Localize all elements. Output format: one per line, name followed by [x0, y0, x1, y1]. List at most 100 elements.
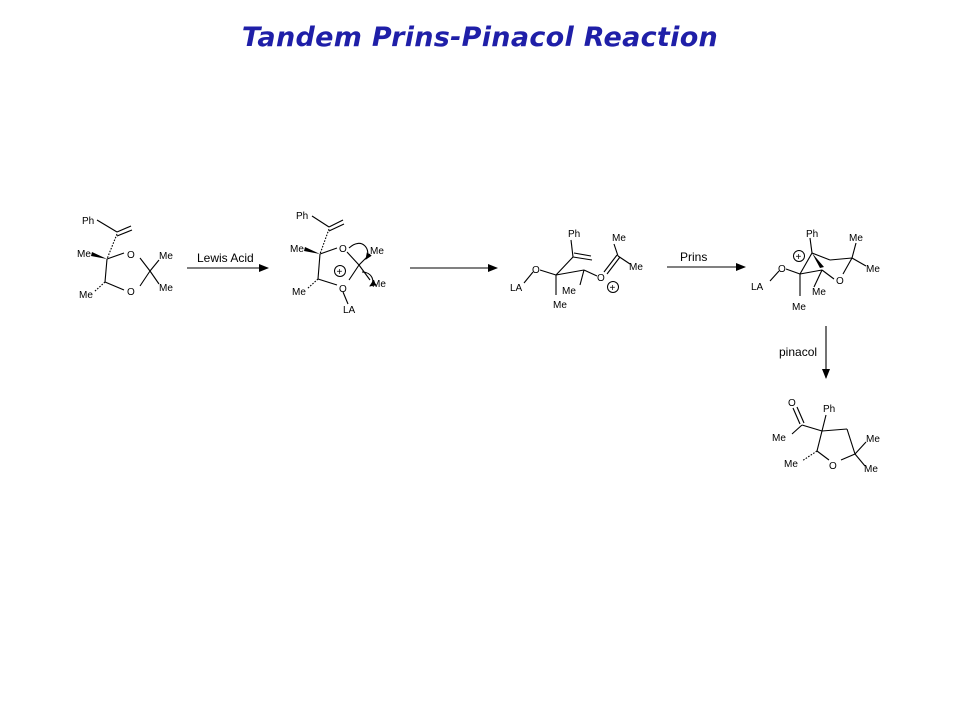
bond	[840, 453, 856, 461]
bond	[613, 243, 619, 257]
atom-label-me: Me	[784, 459, 798, 470]
bond	[606, 256, 621, 275]
bond	[603, 254, 618, 273]
bond	[555, 256, 574, 276]
bond	[842, 257, 853, 275]
bond	[328, 223, 345, 232]
bond	[104, 281, 125, 291]
atom-label-me: Me	[77, 249, 91, 260]
bond	[851, 242, 857, 259]
atom-label-me: Me	[370, 246, 384, 257]
charge-label: +	[796, 252, 802, 263]
electron-push-arrow	[361, 271, 377, 287]
bond	[801, 424, 823, 432]
bond	[346, 251, 360, 266]
bond	[149, 270, 160, 285]
bond	[570, 239, 574, 258]
atom-label-me: Me	[372, 279, 386, 290]
atom-label-me: Me	[866, 434, 880, 445]
bond	[821, 414, 827, 432]
bond-hashed	[93, 281, 106, 293]
arrow-lewis-acid: Lewis Acid	[187, 251, 269, 272]
atom-label-ph: Ph	[806, 229, 818, 240]
bond	[116, 229, 133, 237]
atom-label-me: Me	[792, 302, 806, 313]
atom-label-me: Me	[562, 286, 576, 297]
bond	[816, 430, 823, 452]
atom-label-me: Me	[612, 233, 626, 244]
atom-label-la: LA	[343, 305, 356, 316]
bond	[573, 252, 592, 257]
atom-label-me: Me	[553, 300, 567, 311]
atom-label-o: O	[836, 276, 844, 287]
atom-label-me: Me	[629, 262, 643, 273]
atom-label-o: O	[339, 244, 347, 255]
atom-label-la: LA	[751, 282, 764, 293]
bond	[821, 269, 835, 280]
bond	[317, 253, 321, 280]
bond	[816, 450, 830, 461]
atom-label-me: Me	[290, 244, 304, 255]
charge-label: +	[337, 267, 343, 278]
bond-wedge	[91, 252, 107, 259]
bond	[811, 252, 831, 261]
positive-charge-icon	[607, 281, 619, 293]
bond	[539, 269, 557, 276]
atom-label-me: Me	[159, 283, 173, 294]
arrow-label-pinacol: pinacol	[779, 345, 817, 359]
positive-charge-icon	[793, 250, 805, 262]
bond	[769, 270, 780, 282]
atom-label-me: Me	[849, 233, 863, 244]
bond	[311, 215, 330, 228]
atom-label-o: O	[339, 284, 347, 295]
bond	[799, 269, 823, 275]
bond	[348, 264, 360, 281]
bond	[317, 278, 338, 286]
atom-label-o: O	[829, 461, 837, 472]
molecule-starting-material: Ph O O Me Me Me Me	[77, 216, 173, 301]
bond	[785, 268, 801, 275]
bond	[821, 428, 848, 432]
atom-label-o: O	[127, 287, 135, 298]
bond	[342, 291, 349, 305]
atom-label-me: Me	[772, 433, 786, 444]
bond	[617, 255, 631, 265]
bond	[583, 269, 598, 277]
atom-label-o: O	[778, 264, 786, 275]
page-title: Tandem Prins-Pinacol Reaction	[241, 22, 719, 53]
atom-label-me: Me	[866, 264, 880, 275]
bond	[572, 256, 593, 261]
bond	[139, 257, 151, 272]
bond	[829, 257, 853, 261]
atom-label-la: LA	[510, 283, 523, 294]
atom-label-o: O	[532, 265, 540, 276]
bond	[799, 252, 813, 275]
bond-hashed	[306, 278, 319, 290]
arrow-prins: Prins	[667, 250, 746, 271]
molecule-product-tetrahydrofuran: O Ph Me Me O Me Me	[772, 398, 880, 475]
atom-label-ph: Ph	[82, 216, 94, 227]
bond	[579, 269, 585, 286]
bond	[791, 424, 803, 435]
bond	[106, 252, 125, 260]
bond-wedge	[304, 247, 320, 254]
bond-hashed	[319, 228, 330, 255]
atom-label-o: O	[127, 250, 135, 261]
bond	[104, 258, 108, 283]
atom-label-me: Me	[159, 251, 173, 262]
bond	[319, 247, 338, 255]
atom-label-me: Me	[864, 464, 878, 475]
atom-label-ph: Ph	[823, 404, 835, 415]
charge-label: +	[610, 283, 616, 294]
atom-label-me: Me	[812, 287, 826, 298]
bond-hashed	[106, 233, 118, 260]
bond	[116, 225, 132, 233]
bond	[854, 453, 866, 467]
bond	[328, 219, 344, 228]
bond-wedge	[812, 253, 824, 268]
bond	[358, 253, 371, 266]
bond	[149, 259, 160, 272]
atom-label-me: Me	[79, 290, 93, 301]
